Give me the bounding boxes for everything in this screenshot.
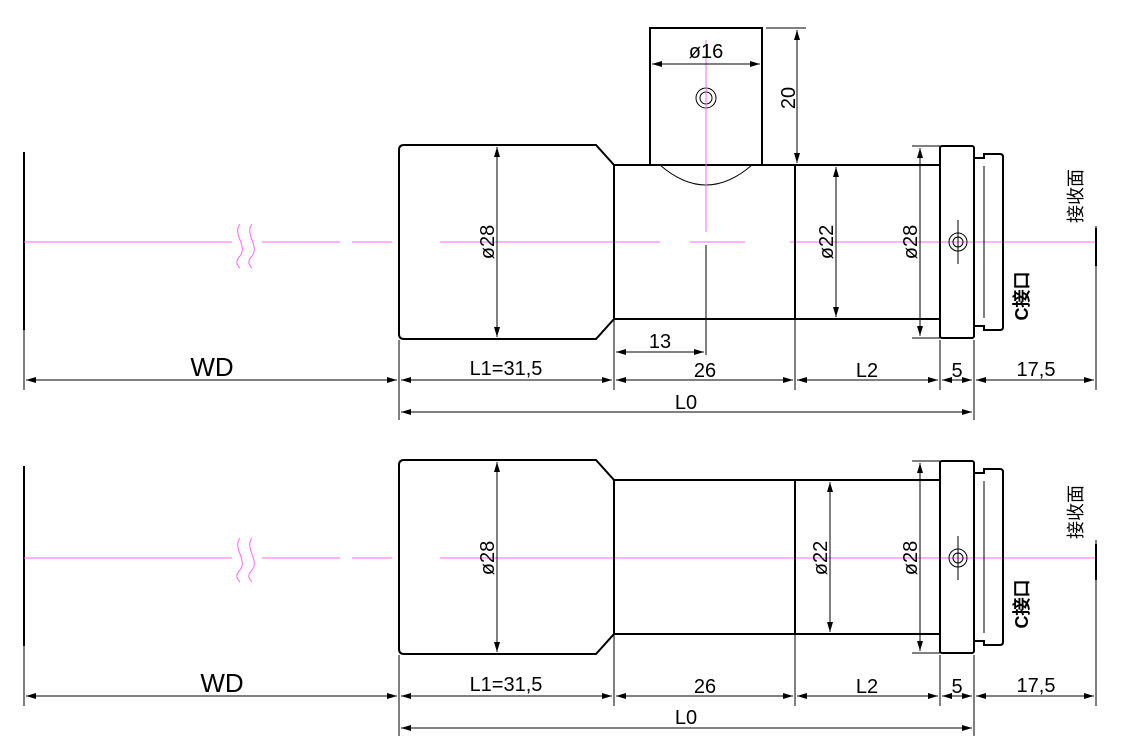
dim-l0: L0 <box>675 707 697 729</box>
dim-wd: WD <box>200 668 243 698</box>
dim-l1: L1=31,5 <box>470 358 543 380</box>
optical-axis <box>24 537 1096 583</box>
dim-17-5: 17,5 <box>1017 359 1056 381</box>
sensor-label: 接收面 <box>1066 169 1086 223</box>
dim-l2: L2 <box>856 360 878 382</box>
front-barrel <box>398 459 615 655</box>
c-mount-label: C接口 <box>1011 580 1032 629</box>
dim-body-diameter: ø22 <box>816 225 838 259</box>
dim-l2: L2 <box>856 676 878 698</box>
dim-flange-diameter: ø28 <box>900 541 922 575</box>
dim-front-diameter: ø28 <box>477 225 499 259</box>
sensor-label: 接收面 <box>1066 485 1086 539</box>
mid-tube <box>613 479 796 635</box>
c-mount-label: C接口 <box>1011 272 1032 321</box>
c-mount-thread <box>974 468 1004 646</box>
optical-axis <box>24 223 1096 269</box>
bottom-view: ø28 ø22 ø28 WD L1=31,5 26 L2 5 17,5 L0 C… <box>23 459 1097 736</box>
flange <box>939 145 975 339</box>
flange <box>939 460 975 654</box>
front-barrel <box>398 144 615 340</box>
dim-26: 26 <box>694 676 716 698</box>
dim-5: 5 <box>951 360 962 382</box>
dim-top-diameter: ø16 <box>689 41 723 63</box>
dim-block-height: 20 <box>778 87 800 109</box>
dim-body-diameter: ø22 <box>810 541 832 575</box>
dim-l0: L0 <box>675 392 697 414</box>
dim-flange-diameter: ø28 <box>900 225 922 259</box>
dim-26: 26 <box>694 360 716 382</box>
dim-5: 5 <box>951 676 962 698</box>
dim-front-diameter: ø28 <box>477 541 499 575</box>
top-view: ø16 20 ø28 ø22 ø28 13 WD L1=31,5 <box>23 27 1097 420</box>
dim-wd: WD <box>190 352 233 382</box>
dim-block-offset: 13 <box>649 331 671 353</box>
c-mount-thread <box>974 153 1004 331</box>
dim-17-5: 17,5 <box>1017 675 1056 697</box>
dim-l1: L1=31,5 <box>470 674 543 696</box>
